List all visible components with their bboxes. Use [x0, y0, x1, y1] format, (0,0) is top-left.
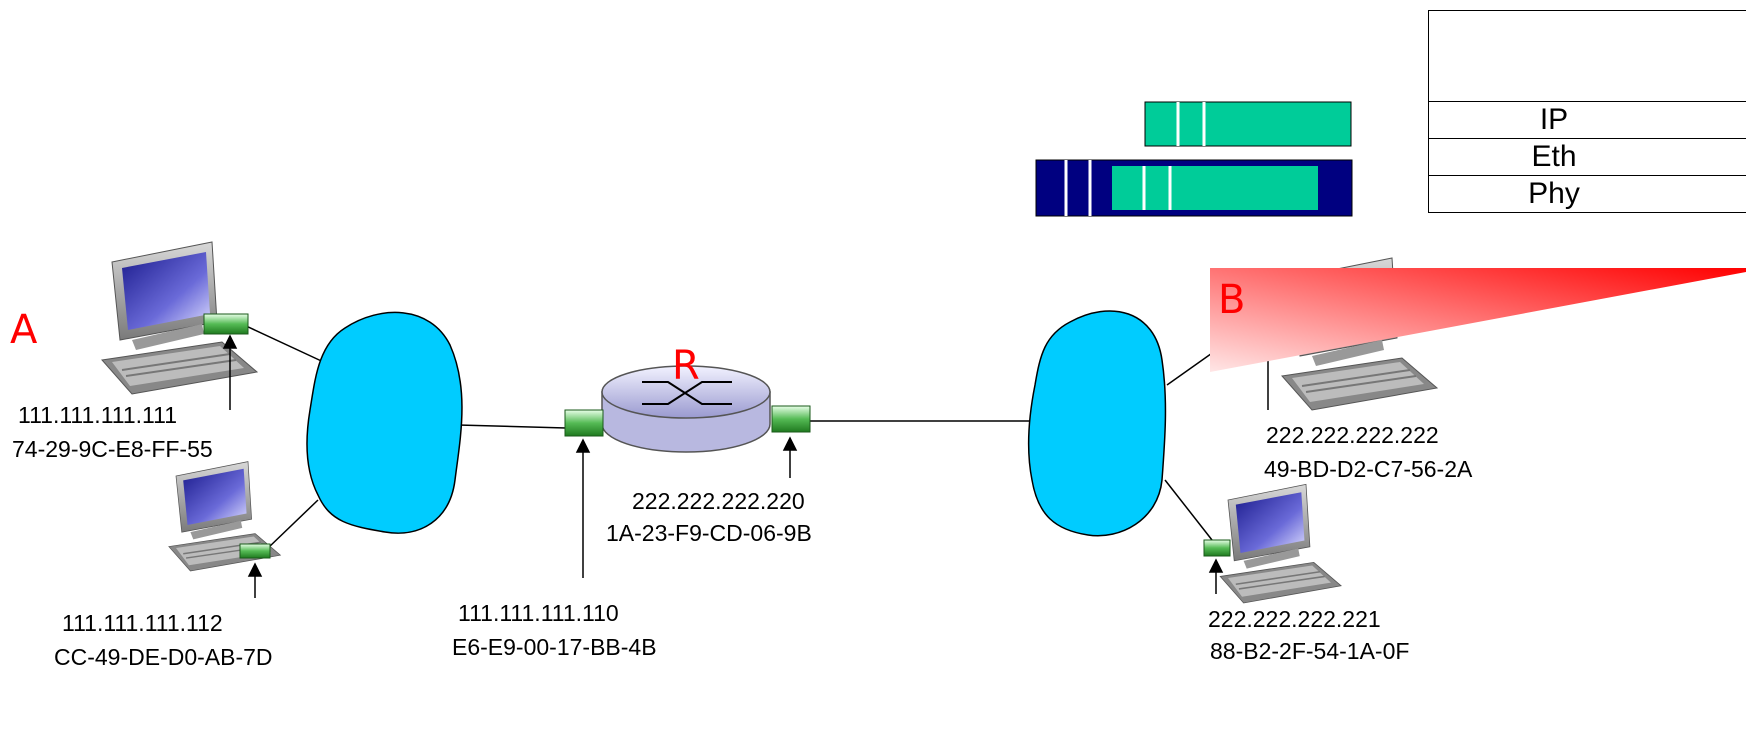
host-a-mac: 74-29-9C-E8-FF-55: [12, 436, 213, 462]
nic-a-icon: [203, 313, 249, 335]
host-b-ip: 222.222.222.222: [1266, 422, 1439, 448]
computer-b2-icon: [1219, 483, 1342, 604]
router-left-ip: 111.111.111.110: [458, 600, 619, 626]
router-right-mac: 1A-23-F9-CD-06-9B: [606, 520, 812, 546]
nic-b2-icon: [1203, 539, 1231, 557]
protocol-layer-eth: Eth: [1429, 138, 1746, 175]
protocol-layer-ip: IP: [1429, 101, 1746, 138]
nic-router-left-icon: [564, 409, 604, 437]
datagram-icon: [1144, 101, 1352, 147]
router-icon: [601, 365, 771, 453]
protocol-stack-upper-layer: [1429, 11, 1746, 101]
host-a-ip: 111.111.111.111: [18, 402, 178, 428]
host-b-mac: 49-BD-D2-C7-56-2A: [1264, 456, 1473, 482]
ethernet-frame-icon: [1035, 159, 1353, 217]
zoom-funnel-shape: [1210, 268, 1746, 372]
node-b-label: B: [1218, 277, 1246, 323]
protocol-stack: IP Eth Phy: [1428, 10, 1746, 213]
host-b2-ip: 222.222.222.221: [1208, 606, 1381, 632]
router-right-ip: 222.222.222.220: [632, 488, 805, 514]
host-a2-mac: CC-49-DE-D0-AB-7D: [54, 644, 273, 670]
nic-a2-icon: [239, 543, 271, 559]
protocol-layer-phy: Phy: [1429, 175, 1746, 212]
node-a-label: A: [10, 307, 38, 353]
nic-router-right-icon: [771, 405, 811, 433]
host-a2-ip: 111.111.111.112: [62, 610, 223, 636]
subnet-cloud-left: [306, 311, 463, 534]
router-left-mac: E6-E9-00-17-BB-4B: [452, 634, 657, 660]
subnet-cloud-right: [1027, 310, 1167, 537]
host-b2-mac: 88-B2-2F-54-1A-0F: [1210, 638, 1410, 664]
router-r-label: R: [672, 343, 700, 389]
